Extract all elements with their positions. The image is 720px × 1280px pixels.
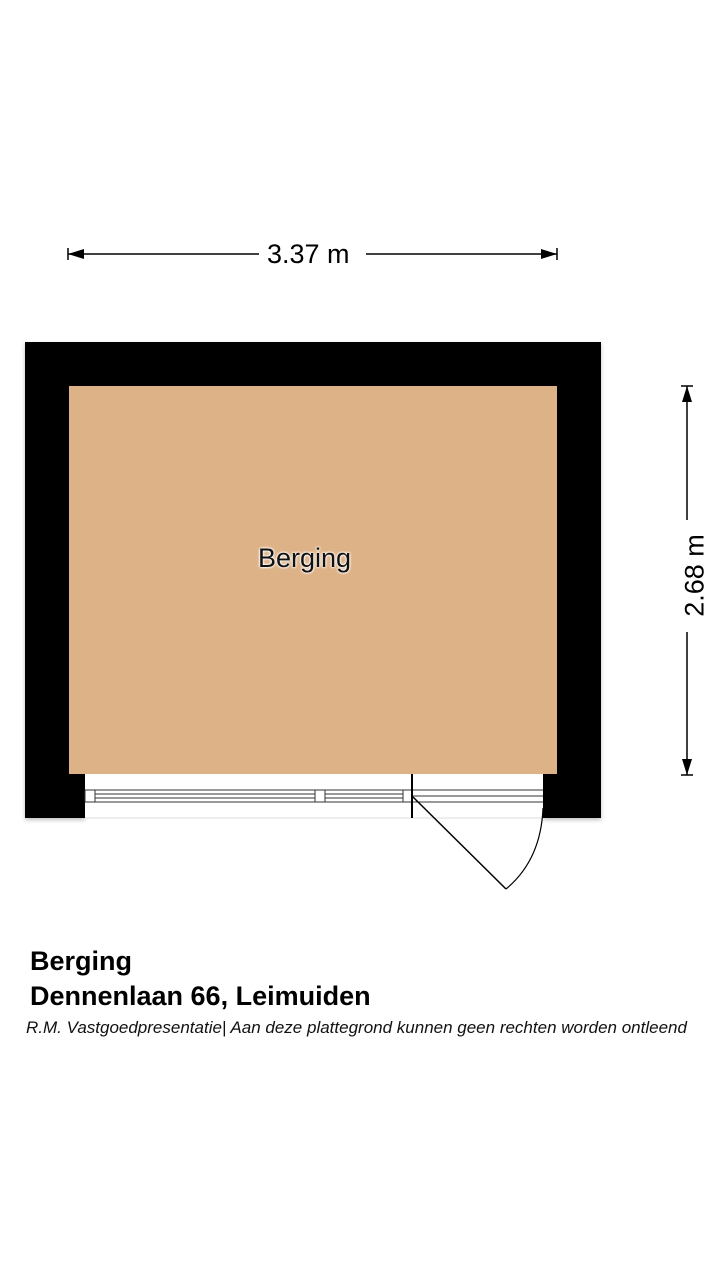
width-dimension-label: 3.37 m xyxy=(259,241,358,268)
door-swing xyxy=(412,796,544,890)
floor-plan xyxy=(25,248,693,890)
footer-address: Dennenlaan 66, Leimuiden xyxy=(30,981,371,1011)
walls xyxy=(25,342,601,818)
room-floor-berging xyxy=(69,386,557,774)
room-label-berging: Berging xyxy=(258,543,352,573)
footer-credit: R.M. Vastgoedpresentatie| Aan deze platt… xyxy=(26,1018,687,1037)
height-dimension-line xyxy=(681,385,693,776)
height-dimension-label: 2.68 m xyxy=(680,520,710,631)
footer-room-title: Berging xyxy=(30,946,133,976)
bottom-wall-opening xyxy=(84,774,543,819)
width-dimension-line xyxy=(67,248,558,260)
